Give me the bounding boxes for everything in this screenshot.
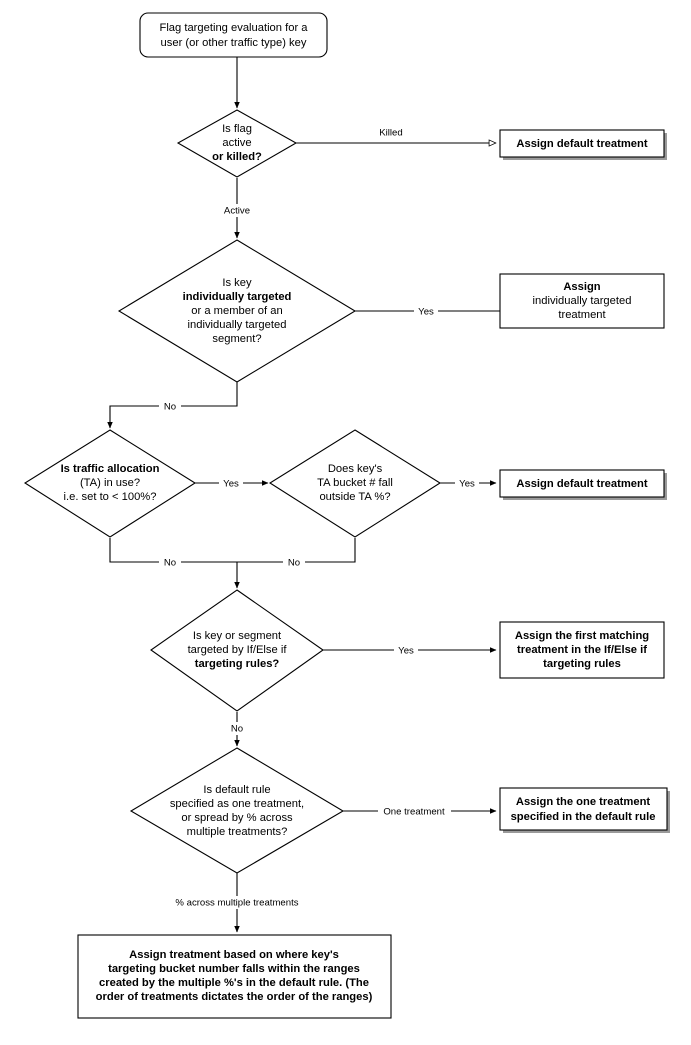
decision-individual-line-4: segment? bbox=[212, 333, 261, 345]
node-decision-flag-state: Is flag active or killed? bbox=[176, 109, 298, 178]
edge-label-ta-yes: Yes bbox=[223, 479, 239, 490]
node-decision-bucket: Does key's TA bucket # fall outside TA %… bbox=[268, 429, 442, 538]
decision-rules-line-1: targeted by If/Else if bbox=[188, 644, 288, 656]
decision-ta-line-2: i.e. set to < 100%? bbox=[64, 491, 157, 503]
decision-flag-state-line-1: active bbox=[222, 137, 251, 149]
node-terminal-default-2: Assign default treatment bbox=[499, 469, 667, 500]
node-decision-default-rule: Is default rule specified as one treatme… bbox=[129, 747, 345, 874]
edge-label-percent-spread: % across multiple treatments bbox=[175, 898, 298, 909]
decision-flag-state-line-2: or killed? bbox=[212, 151, 262, 163]
terminal-rules-line-2: targeting rules bbox=[543, 658, 621, 670]
edge-label-ta-no: No bbox=[164, 558, 176, 569]
node-start-line-1: user (or other traffic type) key bbox=[161, 37, 307, 49]
decision-ta-line-1: (TA) in use? bbox=[80, 477, 140, 489]
decision-default-rule-line-2: or spread by % across bbox=[181, 812, 293, 824]
edge-bucket-no bbox=[237, 538, 356, 563]
edge-label-rules-yes: Yes bbox=[398, 646, 414, 657]
edge-label-bucket-yes: Yes bbox=[459, 479, 475, 490]
terminal-percent-line-3: order of treatments dictates the order o… bbox=[96, 991, 373, 1003]
edge-ta-no bbox=[109, 538, 237, 563]
terminal-percent-line-0: Assign treatment based on where key's bbox=[129, 949, 339, 961]
edge-label-one-treatment: One treatment bbox=[383, 807, 445, 818]
terminal-percent-line-1: targeting bucket number falls within the… bbox=[108, 963, 360, 975]
decision-rules-line-0: Is key or segment bbox=[193, 630, 282, 642]
decision-flag-state-line-0: Is flag bbox=[222, 123, 252, 135]
node-start-line-0: Flag targeting evaluation for a bbox=[159, 22, 308, 34]
decision-rules-line-2: targeting rules? bbox=[195, 658, 280, 670]
decision-bucket-line-0: Does key's bbox=[328, 463, 383, 475]
decision-individual-line-0: Is key bbox=[222, 277, 252, 289]
terminal-default-1-line-0: Assign default treatment bbox=[516, 138, 647, 150]
terminal-individual-line-2: treatment bbox=[558, 309, 606, 321]
decision-bucket-line-2: outside TA %? bbox=[319, 491, 390, 503]
node-start: Flag targeting evaluation for a user (or… bbox=[139, 12, 328, 58]
node-terminal-individual: Assign individually targeted treatment bbox=[499, 273, 665, 329]
edge-label-rules-no: No bbox=[231, 724, 243, 735]
terminal-percent-line-2: created by the multiple %'s in the defau… bbox=[99, 977, 369, 989]
edge-label-bucket-no: No bbox=[288, 558, 300, 569]
decision-bucket-line-1: TA bucket # fall bbox=[317, 477, 393, 489]
edge-label-individual-yes: Yes bbox=[418, 307, 434, 318]
terminal-rules-line-0: Assign the first matching bbox=[515, 630, 649, 642]
node-terminal-one-treatment: Assign the one treatment specified in th… bbox=[499, 787, 670, 833]
decision-individual-line-2: or a member of an bbox=[191, 305, 282, 317]
decision-ta-line-0: Is traffic allocation bbox=[61, 463, 160, 475]
decision-default-rule-line-1: specified as one treatment, bbox=[170, 798, 304, 810]
decision-default-rule-line-3: multiple treatments? bbox=[187, 826, 288, 838]
decision-default-rule-line-0: Is default rule bbox=[203, 784, 270, 796]
decision-individual-line-1: individually targeted bbox=[183, 291, 292, 303]
terminal-individual-line-0: Assign bbox=[563, 281, 600, 293]
node-terminal-rules: Assign the first matching treatment in t… bbox=[499, 621, 665, 679]
node-decision-rules: Is key or segment targeted by If/Else if… bbox=[150, 589, 324, 712]
node-decision-traffic-allocation: Is traffic allocation (TA) in use? i.e. … bbox=[23, 429, 197, 538]
node-terminal-percent-spread: Assign treatment based on where key's ta… bbox=[77, 934, 392, 1019]
node-terminal-default-1: Assign default treatment bbox=[499, 129, 667, 160]
edge-label-killed: Killed bbox=[379, 128, 402, 139]
node-decision-individual: Is key individually targeted or a member… bbox=[117, 239, 357, 383]
terminal-individual-line-1: individually targeted bbox=[533, 295, 632, 307]
edge-label-active: Active bbox=[224, 206, 250, 217]
terminal-one-treatment-line-1: specified in the default rule bbox=[511, 811, 656, 823]
terminal-default-2-line-0: Assign default treatment bbox=[516, 478, 647, 490]
decision-individual-line-3: individually targeted bbox=[188, 319, 287, 331]
edge-labels: Killed Active Yes No Yes No Yes No Yes N… bbox=[159, 126, 479, 909]
terminal-rules-line-1: treatment in the If/Else if bbox=[517, 644, 647, 656]
terminal-one-treatment-line-0: Assign the one treatment bbox=[516, 796, 651, 808]
edge-label-individual-no: No bbox=[164, 402, 176, 413]
